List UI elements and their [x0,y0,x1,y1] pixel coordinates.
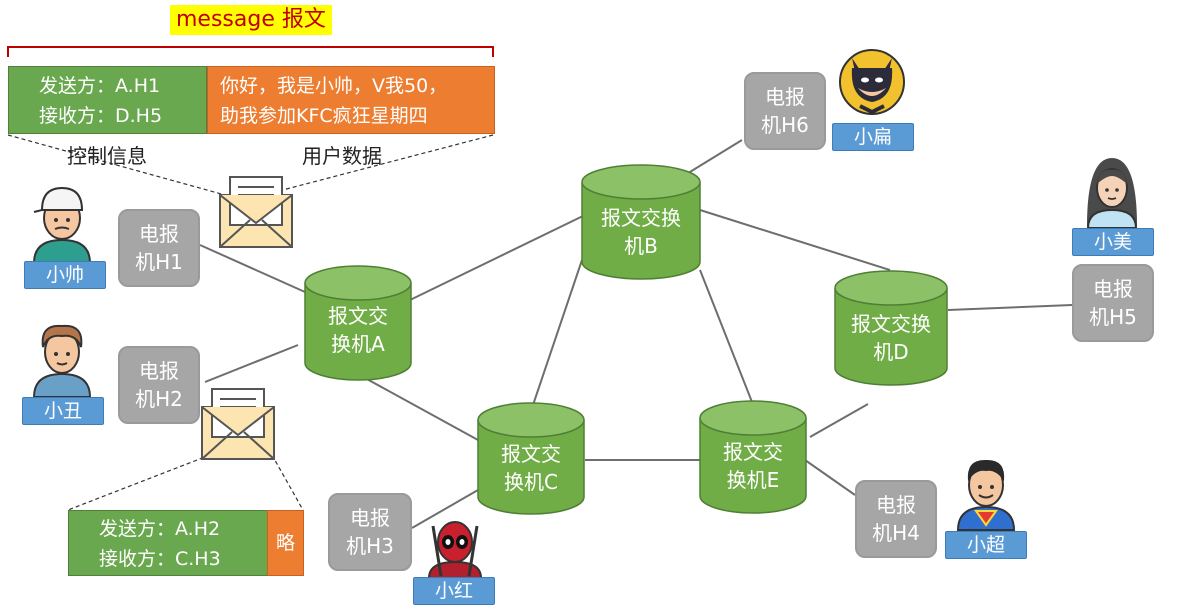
top-user-data-box: 你好，我是小帅，V我50， 助我参加KFC疯狂星期四 [207,66,495,134]
deadpool-icon [427,521,483,579]
diagram-title: message 报文 [170,5,332,35]
link-h2-a [204,344,299,383]
host-h2: 电报 机H2 [118,346,200,424]
link-h4-e [804,459,856,496]
bottom-control-info-box: 发送方：A.H2 接收方：C.H3 [68,510,268,576]
person-name-h4: 小超 [945,531,1027,559]
host-h4: 电报 机H4 [855,480,937,558]
switch-a-line1: 报文交 [328,304,388,328]
host-h3-line1: 电报 [350,506,390,530]
links [199,139,1073,529]
host-h4-line2: 机H4 [872,521,920,545]
bottom-receiver: 接收方：C.H3 [99,548,221,570]
link-a-c [364,377,479,441]
host-h4-line1: 电报 [876,493,916,517]
envelope-icon [201,388,275,460]
switch-b-label: 报文交换 机B [582,202,700,262]
host-h2-line2: 机H2 [135,387,183,411]
host-h5-line2: 机H5 [1089,305,1137,329]
dashed-links-bottom [67,454,304,511]
link-b-c [532,259,583,406]
title-word: message [176,7,275,32]
bottom-omitted-box: 略 [267,510,304,576]
switch-c-line1: 报文交 [501,442,561,466]
switch-c-line2: 换机C [504,470,558,494]
host-h6-line2: 机H6 [761,113,809,137]
host-h6: 电报 机H6 [744,72,826,150]
switch-d-label: 报文交换 机D [835,308,947,368]
user-data-label: 用户数据 [302,144,382,168]
link-h1-a [199,244,306,293]
switch-b-line2: 机B [624,234,658,258]
switch-c [477,402,585,515]
link-b-d [699,209,891,271]
switch-e [699,400,807,514]
switch-e-line2: 换机E [726,468,780,492]
top-receiver: 接收方：D.H5 [39,105,163,127]
host-h1-line1: 电报 [139,222,179,246]
person-avatar-icon [32,324,92,398]
top-user-data-line2: 助我参加KFC疯狂星期四 [220,105,428,127]
bottom-omitted: 略 [275,532,295,554]
switch-b [581,164,701,280]
switch-d-line2: 机D [873,340,909,364]
switch-d-line1: 报文交换 [851,312,931,336]
switch-a-label: 报文交 换机A [305,300,411,360]
host-h3-line2: 机H3 [346,534,394,558]
title-cn: 报文 [281,7,326,32]
host-h5-line1: 电报 [1093,277,1133,301]
host-h2-line1: 电报 [139,359,179,383]
person-avatar-icon [32,186,92,264]
switch-c-label: 报文交 换机C [478,438,584,498]
superman-icon [956,459,1016,531]
link-h3-c [411,489,479,529]
person-name-h5: 小美 [1072,228,1154,256]
envelope-icon [219,176,293,248]
person-name-h1: 小帅 [24,261,106,289]
host-h5: 电报 机H5 [1072,264,1154,342]
person-name-h3: 小红 [413,577,495,605]
top-control-info-box: 发送方：A.H1 接收方：D.H5 [8,66,207,134]
host-h3: 电报 机H3 [328,493,412,571]
host-h6-line1: 电报 [765,85,805,109]
switch-e-label: 报文交 换机E [700,436,806,496]
link-e-d [809,403,869,438]
person-avatar-icon [1086,158,1138,229]
message-bracket [7,46,494,57]
switch-a-line2: 换机A [331,332,385,356]
dashed-links-top [7,134,494,196]
switch-d [834,270,948,386]
switch-b-line1: 报文交换 [601,206,681,230]
person-name-h2: 小丑 [22,397,104,425]
link-h5-d [947,304,1073,311]
link-h6-b [684,139,743,176]
top-user-data-line1: 你好，我是小帅，V我50， [220,75,448,97]
link-b-e [699,269,753,403]
batman-icon [839,49,905,115]
top-sender: 发送方：A.H1 [39,75,161,97]
host-h1: 电报 机H1 [118,209,200,287]
link-a-b [409,214,586,301]
bottom-sender: 发送方：A.H2 [99,518,221,540]
switch-e-line1: 报文交 [723,440,783,464]
person-name-h6: 小扁 [832,123,914,151]
switch-a [304,265,412,381]
host-h1-line2: 机H1 [135,250,183,274]
control-info-label: 控制信息 [67,144,147,168]
